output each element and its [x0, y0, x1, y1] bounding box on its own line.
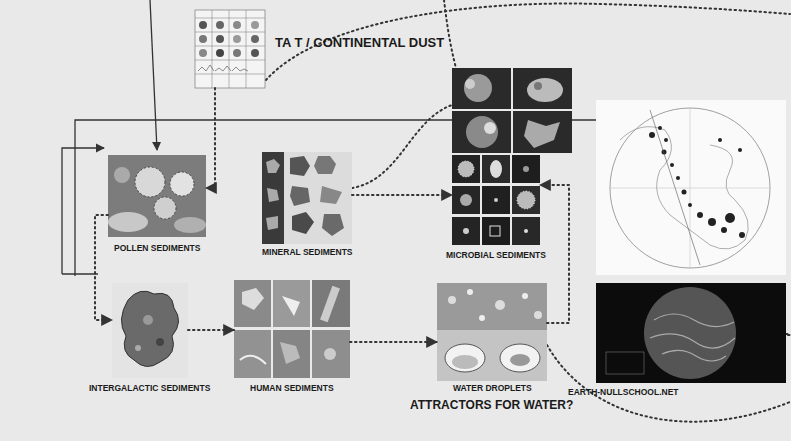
panel-label: EARTH-NULLSCHOOL.NET	[568, 388, 679, 398]
image-panel: WATER DROPLETS	[435, 281, 549, 396]
earth-image	[596, 283, 786, 383]
water-image	[437, 283, 547, 381]
image-panel: TA T / CONTINENTAL DUST	[193, 8, 447, 90]
dotted-arrow	[188, 329, 234, 331]
dotted-arrow	[350, 341, 437, 343]
map-image	[596, 100, 786, 275]
image-frame	[195, 10, 265, 88]
image-frame	[108, 155, 206, 237]
panel-label: MINERAL SEDIMENTS	[262, 248, 353, 258]
pollen-image	[108, 155, 206, 237]
image-frame	[112, 283, 188, 378]
image-panel: MICROBIAL SEDIMENTS	[444, 153, 548, 263]
mineral-image	[262, 152, 352, 244]
image-panel: MINERAL SEDIMENTS	[260, 150, 355, 260]
dotted-arrow	[95, 215, 112, 320]
image-panel: INTERGALACTIC SEDIMENTS	[87, 281, 213, 396]
panel-label: INTERGALACTIC SEDIMENTS	[89, 384, 210, 394]
dotted-arrow	[352, 194, 452, 196]
note-label: ATTRACTORS FOR WATER?	[410, 398, 573, 412]
image-frame	[596, 283, 786, 383]
panel-label: POLLEN SEDIMENTS	[114, 244, 200, 254]
image-panel: EARTH-NULLSCHOOL.NET	[566, 281, 788, 400]
panel-label: WATER DROPLETS	[453, 384, 532, 394]
image-panel: HUMAN SEDIMENTS	[232, 278, 352, 396]
image-frame	[437, 283, 547, 381]
image-frame	[262, 152, 352, 244]
human-image	[234, 280, 350, 378]
intergalactic-image	[112, 283, 188, 378]
panel-label: HUMAN SEDIMENTS	[250, 384, 334, 394]
table-image	[195, 10, 265, 88]
dust-image	[452, 68, 572, 153]
microbial-image	[452, 155, 540, 245]
dotted-arrow	[206, 88, 215, 188]
panel-label: TA T / CONTINENTAL DUST	[275, 36, 444, 51]
image-frame	[234, 280, 350, 378]
image-frame	[452, 155, 540, 245]
image-panel: POLLEN SEDIMENTS	[106, 153, 208, 256]
panel-label: MICROBIAL SEDIMENTS	[446, 251, 546, 261]
